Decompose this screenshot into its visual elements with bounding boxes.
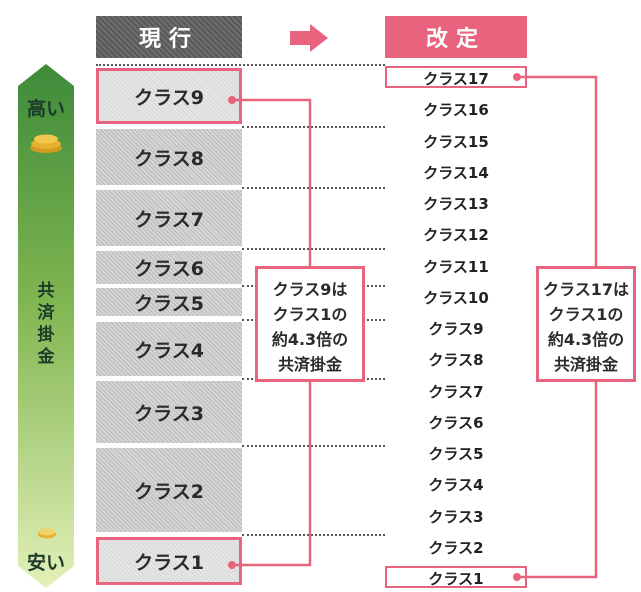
premium-scale-arrow: 高い 共済掛金 安い: [18, 64, 74, 588]
label-high: 高い: [26, 98, 65, 120]
label-premium: 共済掛金: [18, 280, 74, 368]
revised-class-label: クラス17: [423, 70, 489, 88]
dotted-separator: [242, 534, 385, 536]
revised-class-label: クラス11: [423, 257, 489, 276]
premium-char: 掛: [37, 325, 55, 345]
revised-class-label: クラス3: [428, 507, 484, 526]
current-class-box: クラス9: [96, 68, 242, 124]
current-class-box: クラス5: [96, 288, 242, 316]
dotted-separator: [96, 64, 385, 66]
current-class-box: クラス1: [96, 537, 242, 585]
premium-char: 共: [37, 281, 55, 301]
revised-class-label: クラス10: [423, 288, 489, 307]
revised-class-label: クラス6: [428, 413, 484, 432]
current-class-label: クラス8: [134, 147, 204, 170]
callout-current-line: 共済掛金: [277, 355, 342, 374]
revised-class-label: クラス5: [428, 445, 484, 463]
revised-class-label: クラス16: [423, 101, 489, 120]
current-class-label: クラス3: [134, 402, 204, 425]
callout-revised-line: 約4.3倍の: [547, 330, 625, 349]
right-arrow-icon: [290, 24, 328, 52]
dotted-separator: [242, 445, 385, 447]
callout-current-line: クラス1の: [272, 305, 348, 324]
callout-revised-line: 共済掛金: [553, 355, 618, 374]
revised-class-label: クラス7: [428, 382, 484, 401]
current-class-label: クラス2: [134, 480, 204, 503]
current-class-label: クラス5: [134, 292, 204, 315]
label-low: 安い: [26, 552, 65, 574]
coins-stack-icon: [30, 134, 62, 153]
callout-current-line: 約4.3倍の: [271, 330, 349, 349]
current-class-label: クラス9: [134, 86, 204, 109]
current-class-box: クラス3: [96, 381, 242, 443]
revised-class-label: クラス2: [428, 538, 484, 557]
revised-class-label: クラス4: [428, 476, 484, 495]
dotted-separator: [242, 187, 385, 189]
current-class-box: クラス4: [96, 322, 242, 376]
revised-class-label: クラス12: [423, 226, 489, 245]
current-class-box: クラス7: [96, 190, 242, 246]
current-class-box: クラス6: [96, 251, 242, 284]
callout-current: クラス9は クラス1の 約4.3倍の 共済掛金: [255, 266, 365, 382]
dotted-separator: [242, 248, 385, 250]
revised-class-label: クラス1: [428, 570, 484, 588]
premium-char: 済: [37, 303, 55, 323]
current-class-label: クラス7: [134, 208, 204, 231]
callout-revised-line: クラス17は: [543, 280, 629, 299]
callout-revised-line: クラス1の: [548, 305, 624, 324]
header-current: 現行: [96, 16, 242, 58]
callout-current-line: クラス9は: [272, 280, 348, 299]
dotted-separator: [242, 126, 385, 128]
current-class-box: クラス8: [96, 129, 242, 185]
gradient-double-arrow: [18, 64, 74, 588]
single-coin-icon: [38, 528, 56, 539]
current-class-box: クラス2: [96, 448, 242, 532]
revised-class-label: クラス13: [423, 195, 489, 213]
callout-revised: クラス17は クラス1の 約4.3倍の 共済掛金: [536, 266, 636, 382]
revised-class-label: クラス9: [428, 320, 484, 338]
current-class-label: クラス6: [134, 258, 204, 280]
revised-class-label: クラス8: [428, 351, 484, 370]
revised-class-label: クラス15: [423, 132, 489, 151]
current-class-label: クラス4: [134, 339, 204, 362]
revised-class-label: クラス14: [423, 163, 489, 182]
current-class-label: クラス1: [134, 551, 204, 574]
premium-char: 金: [37, 347, 55, 367]
header-revised: 改定: [385, 16, 527, 58]
